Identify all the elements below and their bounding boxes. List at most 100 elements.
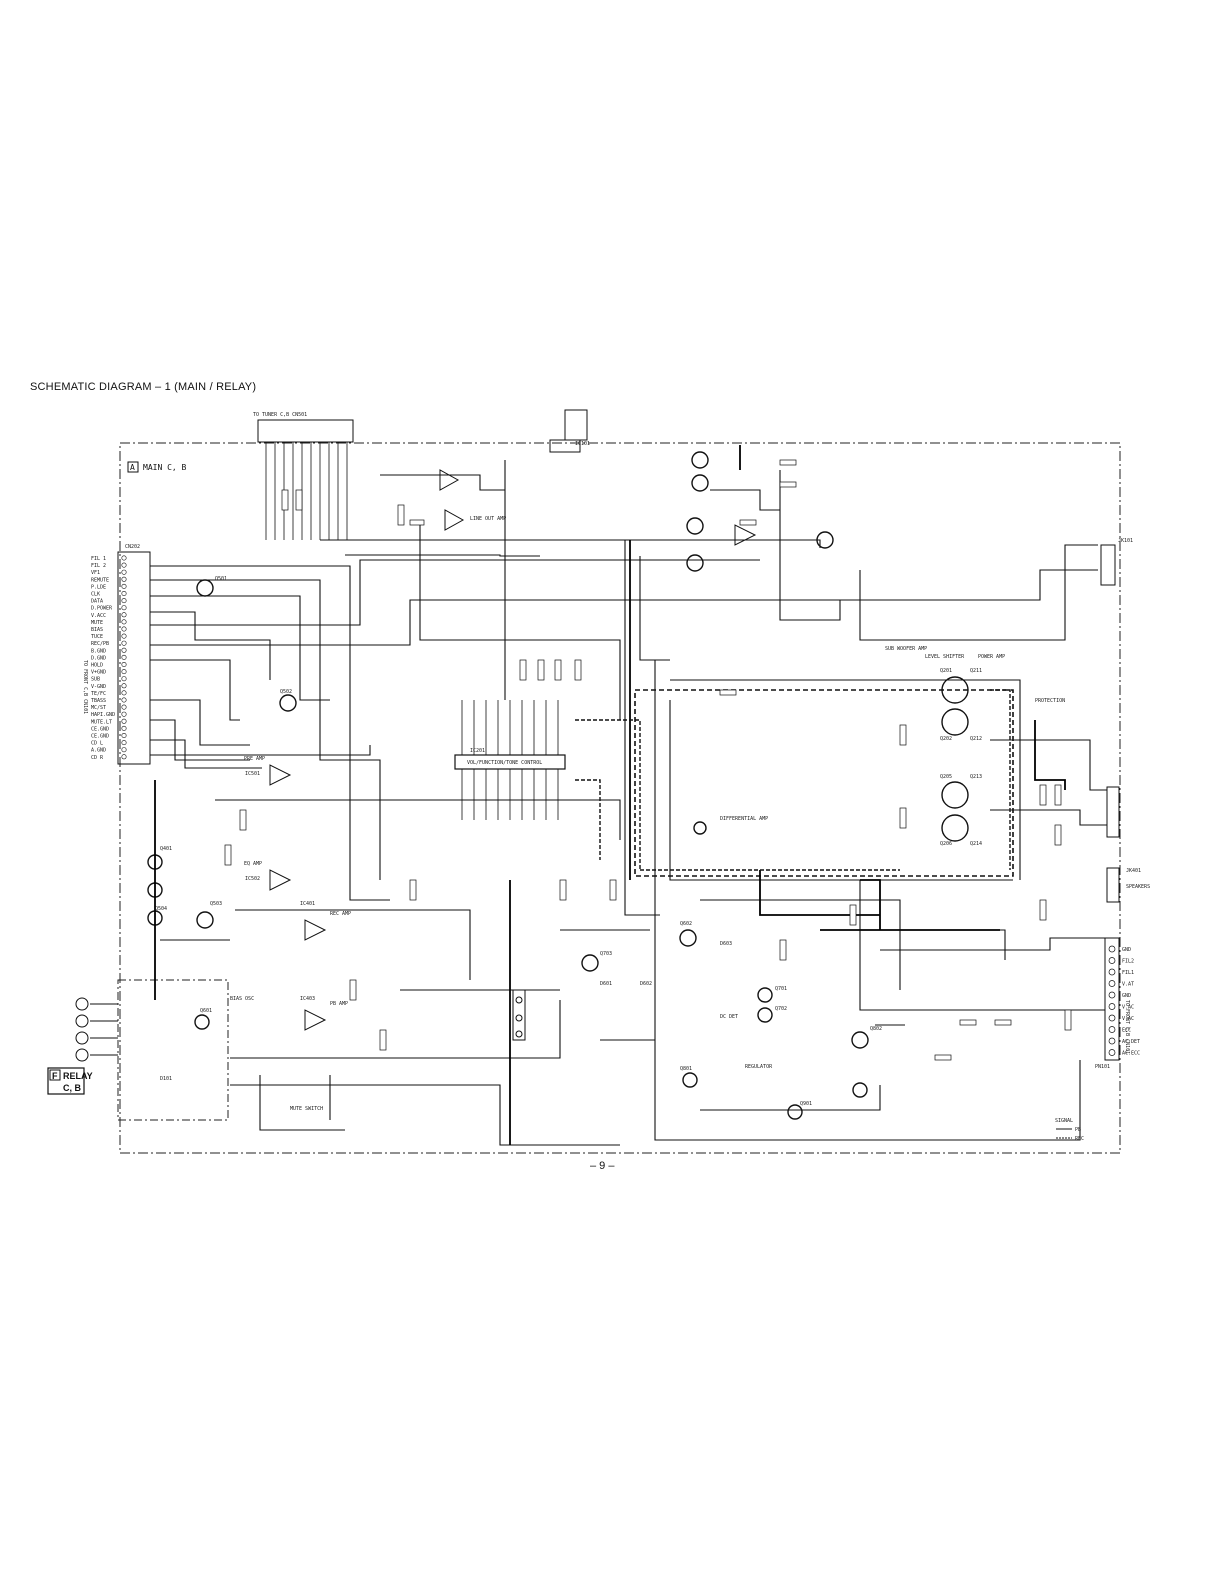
transistor-label: Q701 [775,986,787,992]
pn101-connector: PN101 TO FRONT C,B CN101 [1095,937,1130,1070]
cn202-pin [121,661,127,667]
cn202-pin-label: CD R [91,755,104,761]
svg-text:JK101: JK101 [1118,538,1133,544]
cn202-pin [121,569,127,575]
pn101-pin-label: FIL2 [1122,959,1134,965]
svg-text:VOL/FUNCTION/TONE CONTROL: VOL/FUNCTION/TONE CONTROL [467,760,542,766]
transistor-label: Q502 [280,689,292,695]
main-board-label: A MAIN C, B [127,461,187,473]
svg-text:LINE OUT AMP: LINE OUT AMP [470,516,506,522]
transistor-label: Q703 [600,951,612,957]
cn202-pin-label: CLK [91,592,100,598]
cn202-pin-label: REMUTE [91,577,109,583]
cn202-pin [121,605,127,611]
transistor-label: Q601 [200,1008,212,1014]
op-amp-symbols [269,469,757,1031]
power-amp-region [634,689,1014,877]
cn202-connector: CN202 TO FRONT C,B CN101 [82,544,151,765]
reference-designators: IC201IC501IC502IC401IC403IC101Q201Q202Q2… [155,441,982,1107]
transistor-label: Q211 [970,668,982,674]
test-point-tp1 [512,989,526,1041]
cn202-pin [121,725,127,731]
cn202-pin [121,669,127,675]
pn101-pin-label: GND [1122,947,1131,953]
speaker-terminal: SPEAKERS JK401 JK101 [1100,538,1150,903]
transistor-label: Q702 [775,1006,787,1012]
cn202-pin-label: MC/ST [91,705,106,711]
transistor-label: Q213 [970,774,982,780]
cn202-pin-label: MUTE.LT [91,719,112,725]
cn202-pin [121,640,127,646]
transistor-label: Q602 [680,921,692,927]
svg-text:RELAY: RELAY [63,1071,93,1081]
transistor-label: Q401 [160,846,172,852]
svg-text:F: F [52,1071,58,1081]
svg-text:PROTECTION: PROTECTION [1035,698,1065,704]
cn202-pin [121,598,127,604]
transistor-label: Q802 [870,1026,882,1032]
cn202-pin-label: FIL 1 [91,556,106,562]
cn202-pin [121,590,127,596]
ic-label: IC403 [300,996,315,1002]
diagram-title: SCHEMATIC DIAGRAM – 1 (MAIN / RELAY) [30,381,257,393]
pn101-pin-label: GND [1122,993,1131,999]
pn101-pin-label: V.AC [1122,1005,1134,1011]
svg-text:LEVEL SHIFTER: LEVEL SHIFTER [925,654,965,660]
ic-label: IC501 [245,771,260,777]
passive-components [224,459,1072,1061]
power-traces [154,445,1066,1145]
cn202-pin [121,576,127,582]
svg-text:TO TUNER C,B CN501: TO TUNER C,B CN501 [253,412,307,418]
transistor-label: Q205 [940,774,952,780]
power-connector-top [549,409,588,453]
svg-text:PB: PB [1075,1127,1081,1133]
cn202-pin-label: HOLD [91,663,103,669]
cn202-pin [121,612,127,618]
cn202-pin [121,555,127,561]
svg-text:C, B: C, B [63,1083,82,1093]
svg-text:JK401: JK401 [1126,868,1141,874]
cn202-pin [121,619,127,625]
cn202-pin-label: BIAS [91,627,103,633]
cn202-pin [121,711,127,717]
cn202-pin [121,754,127,760]
svg-text:REC: REC [1075,1136,1084,1142]
tuner-connector: TO TUNER C,B CN501 [253,412,354,540]
pn101-pin [1108,1049,1116,1056]
cn202-pin [121,647,127,653]
cn202-pin-label: CD L [91,741,103,747]
cn202-pin-label: REC/PB [91,641,109,647]
pn101-pin-label: ECC [1122,1028,1131,1034]
cn202-pin-label: A.GND [91,748,106,754]
cn202-pin-label: SUB [91,677,100,683]
pn101-pin [1108,991,1116,999]
transistor-label: Q504 [155,906,167,912]
svg-text:PN101: PN101 [1095,1064,1110,1070]
highlighted-nets [575,689,1011,871]
pn101-pin-label: FIL1 [1122,970,1134,976]
cn202-pin [121,740,127,746]
cn202-pin-label: D.POWER [91,606,113,612]
diode-label: D602 [640,981,652,987]
pn101-pin-label: AC.ECC [1122,1051,1140,1057]
pn101-pin [1108,1003,1116,1010]
transistor-label: Q206 [940,841,952,847]
svg-text:SIGNAL: SIGNAL [1055,1118,1073,1124]
svg-text:MAIN C, B: MAIN C, B [143,463,187,472]
ic-label: IC201 [470,748,485,754]
main-board-outline [119,442,1121,1154]
cn202-pin [121,704,127,710]
ic-label: IC502 [245,876,260,882]
svg-text:REC AMP: REC AMP [330,911,351,917]
cn202-pin [121,718,127,724]
cn202-pin-label: P.LDE [91,584,106,590]
pn101-pin [1108,1026,1116,1033]
cn202-pin-label: V+GND [91,670,106,676]
cn202-pin [121,676,127,682]
cn202-pin [121,626,127,632]
signal-legend: SIGNAL PB REC [1055,1118,1084,1142]
pn101-pin [1108,957,1116,964]
cn202-pin-label: V.ACC [91,613,106,619]
